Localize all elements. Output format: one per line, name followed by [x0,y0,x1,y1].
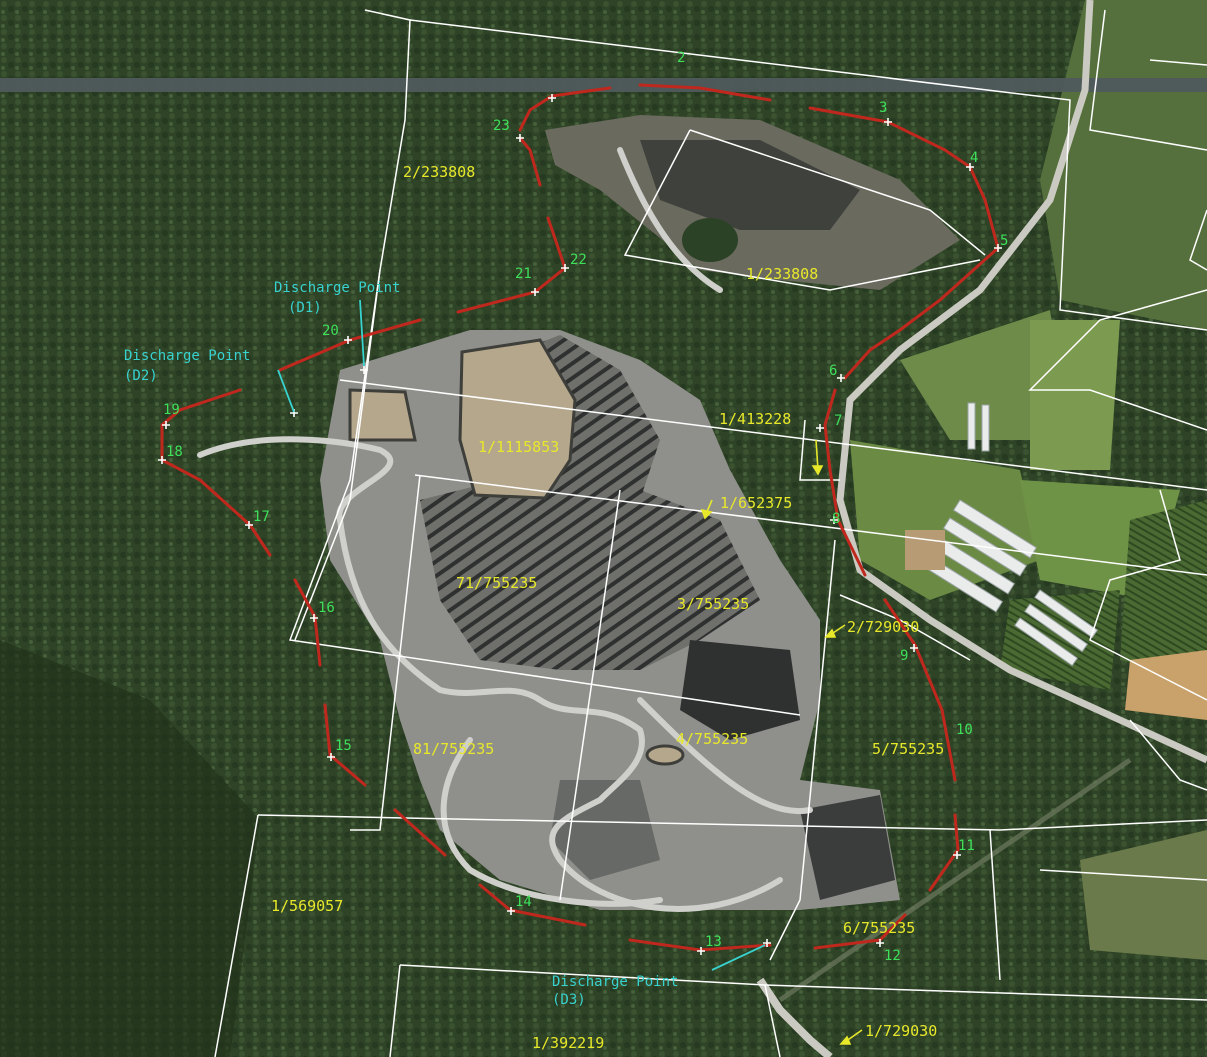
lot-label: 4/755235 [676,730,748,748]
lot-label: 5/755235 [872,740,944,758]
point-label: 3 [879,100,887,116]
point-label: 23 [493,118,510,134]
point-labels: 2 3 4 5 6 7 8 9 10 11 12 13 14 15 16 17 … [163,50,1008,964]
survey-point-markers [158,94,1002,955]
point-label: 21 [515,266,532,282]
lot-labels: 2/233808 1/233808 1/413228 1/1115853 1/6… [271,163,944,1052]
point-label: 6 [829,363,837,379]
north-vegetation-island [682,218,738,262]
lot-label: 6/755235 [843,919,915,937]
discharge-point-d3-label: Discharge Point [552,974,678,990]
point-label: 13 [705,934,722,950]
lot-label: 81/755235 [413,740,494,758]
dark-forest-sw [0,640,260,1057]
lot-label: 1/652375 [720,494,792,512]
south-track [778,757,1132,1003]
point-label: 18 [166,444,183,460]
point-label: 22 [570,252,587,268]
lot-label: 1/729030 [865,1022,937,1040]
point-label: 12 [884,948,901,964]
lot-label: 3/755235 [677,595,749,613]
lot-label: 1/569057 [271,897,343,915]
lot-label: 1/392219 [532,1034,604,1052]
lot-label: 1/233808 [746,265,818,283]
point-label: 17 [253,509,270,525]
lot-label: 2/729030 [847,618,919,636]
discharge-point-d2-label: Discharge Point [124,348,250,364]
south-road [756,977,833,1057]
point-label: 2 [677,50,685,66]
point-label: 20 [322,323,339,339]
north-workings-dark [640,140,860,230]
lot-label: 71/755235 [456,574,537,592]
lot-label: 1/1115853 [478,438,559,456]
discharge-point-d1-label: Discharge Point [274,280,400,296]
lot-label: 1/413228 [719,410,791,428]
point-label: 8 [832,511,840,527]
point-label: 10 [956,722,973,738]
point-label: 11 [958,838,975,854]
discharge-point-d1-code: (D1) [288,300,322,316]
cadastral-boundaries [214,9,1207,1057]
lot-label: 2/233808 [403,163,475,181]
sediment-ponds [348,338,685,766]
discharge-leaders [277,299,766,971]
point-label: 7 [834,413,842,429]
point-label: 19 [163,402,180,418]
discharge-point-d2-code: (D2) [124,368,158,384]
highway-band [0,78,1207,92]
main-road [836,0,1207,764]
discharge-point-d3-code: (D3) [552,992,586,1008]
point-label: 9 [900,648,908,664]
discharge-labels: Discharge Point (D1) Discharge Point (D2… [124,280,678,1008]
point-label: 15 [335,738,352,754]
lot-arrows [700,439,863,1045]
point-label: 4 [970,150,978,166]
point-label: 14 [515,894,532,910]
point-label: 16 [318,600,335,616]
point-label: 5 [1000,233,1008,249]
haul-roads [197,147,813,912]
